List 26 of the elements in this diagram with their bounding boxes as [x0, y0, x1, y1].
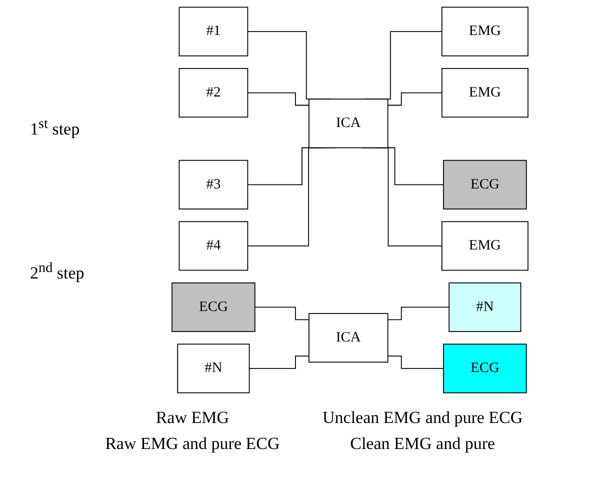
node-box: EMG: [441, 68, 528, 118]
node-box: #4: [178, 221, 248, 271]
node-box: #N: [448, 282, 521, 332]
signal-caption: Raw EMG: [154, 408, 230, 428]
node-box: ECG: [171, 282, 255, 332]
connector: [387, 356, 444, 369]
node-box: EMG: [441, 6, 528, 56]
node-box: #2: [178, 68, 248, 118]
node-box: ECG: [442, 160, 526, 210]
signal-caption: Clean EMG and pure: [349, 434, 496, 454]
node-box: ICA: [308, 98, 388, 148]
connector: [387, 92, 442, 106]
signal-caption: Unclean EMG and pure ECG: [322, 408, 523, 428]
node-box: ECG: [442, 344, 526, 394]
node-box: #N: [176, 344, 250, 394]
connector: [246, 92, 310, 106]
connector: [248, 356, 310, 369]
signal-caption: Raw EMG and pure ECG: [104, 434, 281, 454]
node-box: #3: [178, 160, 248, 210]
node-box: #1: [178, 6, 248, 56]
connector: [254, 306, 310, 320]
node-box: ICA: [308, 313, 388, 363]
connector: [387, 306, 450, 320]
step-label: 2$^{nd}$ step: [30, 260, 84, 284]
node-box: EMG: [441, 221, 528, 271]
step-label: 1$^{st}$ step: [30, 116, 81, 140]
